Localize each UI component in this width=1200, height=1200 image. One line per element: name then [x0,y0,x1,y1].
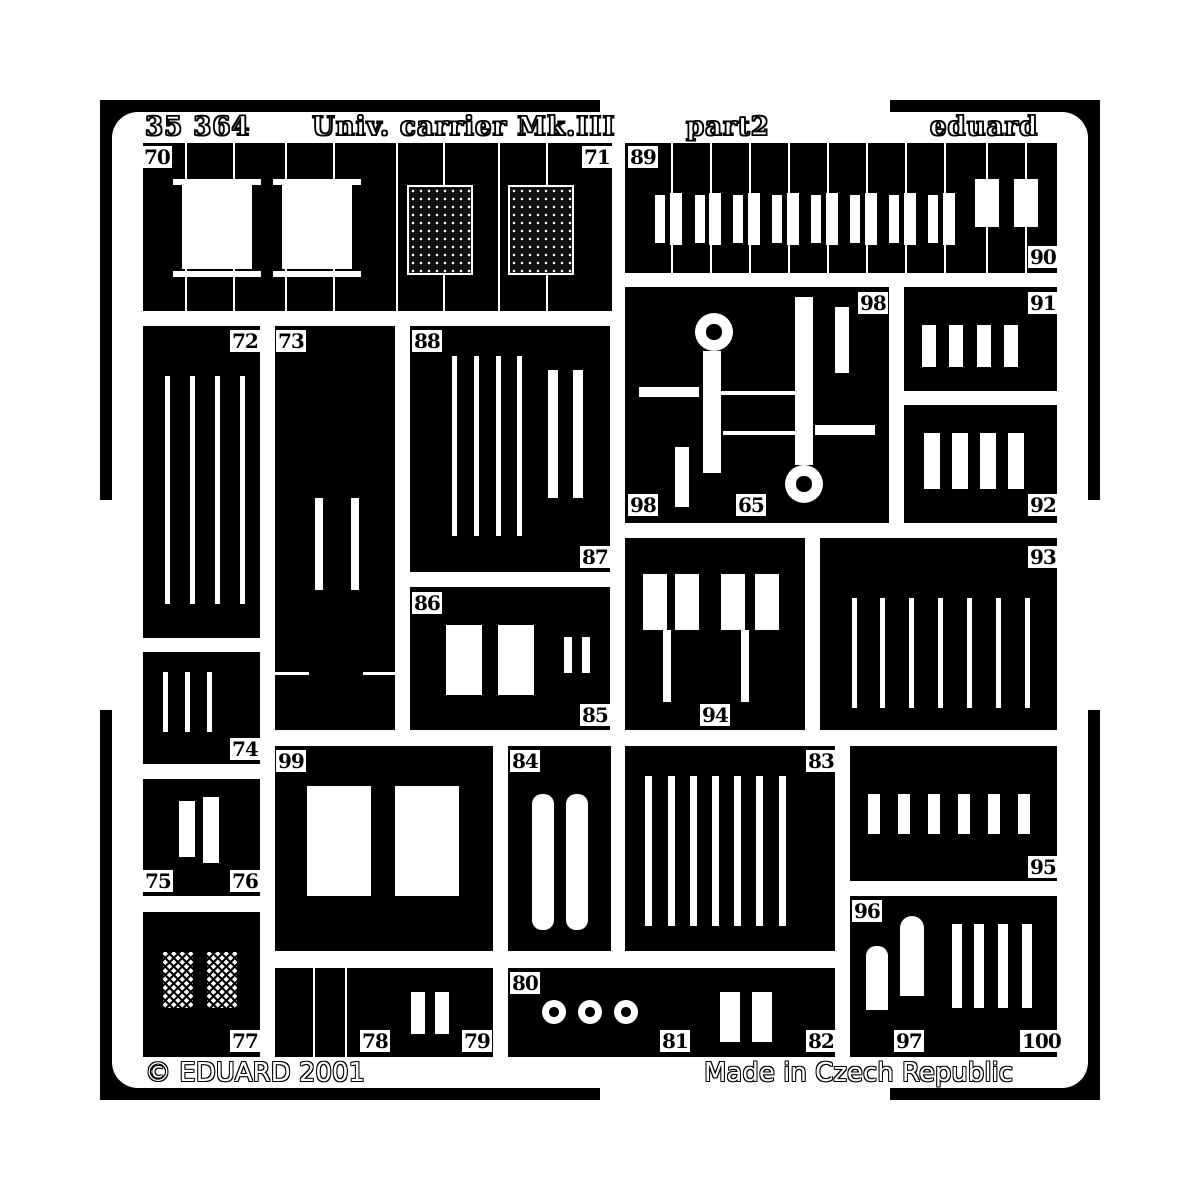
part-group-70-71 [143,143,612,311]
part-71-mesh [508,185,574,275]
part-70-panel [282,185,352,269]
part-group-99 [275,746,493,951]
part-90 [1014,179,1038,227]
part-label-90: 90 [1028,245,1058,269]
part-label-83: 83 [806,749,836,773]
part-label-76: 76 [230,869,260,893]
part-label-74: 74 [230,737,260,761]
brand-logo: eduard [929,111,1039,143]
part-group-94 [625,538,805,730]
part-label-91: 91 [1028,291,1058,315]
part-group-83 [625,746,835,951]
part-label-86: 86 [412,591,442,615]
part-label-72: 72 [230,329,260,353]
part-label-99: 99 [276,749,306,773]
part-label-79: 79 [462,1029,492,1053]
part-label-73: 73 [276,329,306,353]
part-label-92: 92 [1028,493,1058,517]
frame-tab-left [100,500,114,710]
part-label-70: 70 [142,145,172,169]
fret-title-number: 35 364 [144,111,251,143]
fret-title-name: Univ. carrier Mk.III [311,111,616,143]
part-label-65: 65 [736,493,766,517]
part-group-93 [820,538,1057,730]
part-label-96: 96 [852,899,882,923]
part-group-96-97-100 [850,896,1057,1057]
part-label-93: 93 [1028,545,1058,569]
part-label-95: 95 [1028,855,1058,879]
part-90 [975,179,999,227]
part-label-98-bottom: 98 [628,493,658,517]
part-label-84: 84 [510,749,540,773]
part-label-77: 77 [230,1029,260,1053]
frame-tab-bottom [600,1086,890,1100]
frame-tab-right [1086,500,1100,710]
part-group-98-65 [625,287,889,523]
part-group-84 [508,746,611,951]
part-group-86-85 [410,587,610,730]
part-group-72 [143,326,260,638]
part-label-80: 80 [510,971,540,995]
part-label-75: 75 [143,869,173,893]
part-label-100: 100 [1020,1029,1063,1053]
part-label-88: 88 [412,329,442,353]
part-group-89-90 [625,143,1057,273]
fret-title-part: part2 [685,111,770,143]
part-label-87: 87 [580,545,610,569]
part-group-91 [904,287,1057,391]
origin-text: Made in Czech Republic [704,1058,1014,1088]
part-label-81: 81 [660,1029,690,1053]
part-label-97: 97 [894,1029,924,1053]
part-group-73 [275,326,395,730]
part-label-71: 71 [582,145,612,169]
part-group-88-87 [410,326,610,572]
part-group-95 [850,746,1057,881]
part-70-panel [182,185,252,269]
part-label-85: 85 [580,703,610,727]
part-label-98: 98 [858,291,888,315]
frame-tab-top [600,100,890,114]
part-label-82: 82 [806,1029,836,1053]
part-label-94: 94 [700,703,730,727]
part-label-78: 78 [360,1029,390,1053]
part-label-89: 89 [628,145,658,169]
part-71-mesh [407,185,473,275]
copyright-text: © EDUARD 2001 [145,1058,366,1088]
